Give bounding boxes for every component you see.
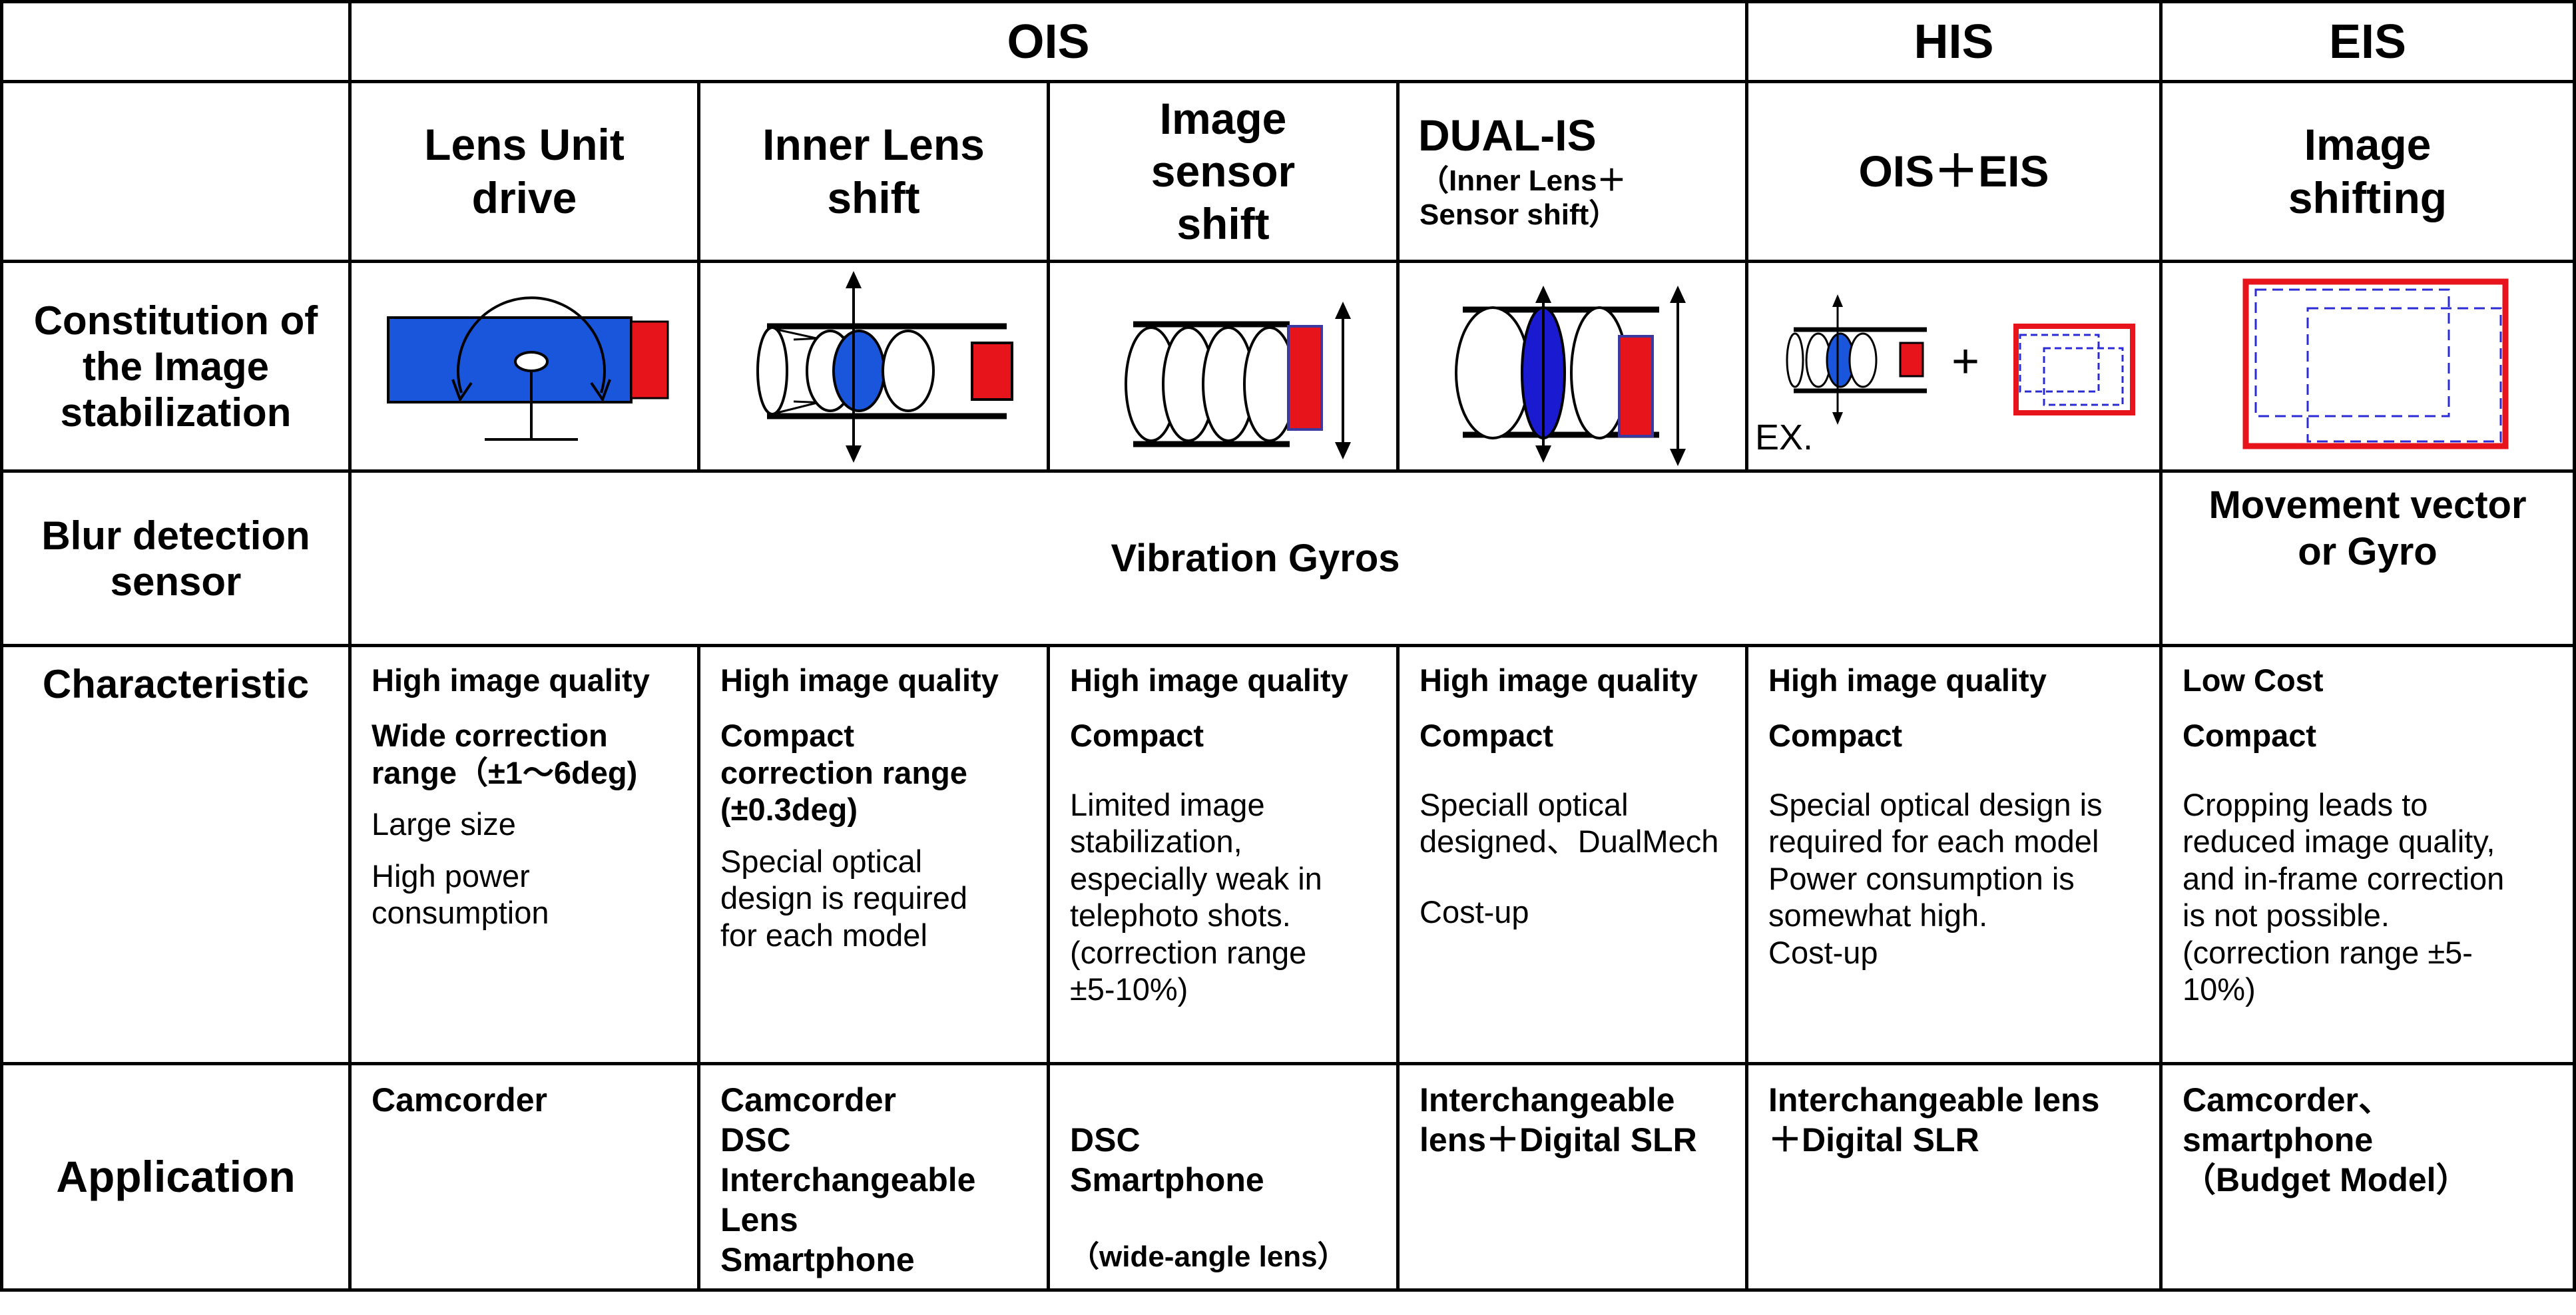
row-header-application: Application <box>56 1151 296 1201</box>
diagram-lens-unit-drive <box>387 296 669 441</box>
grid-line <box>0 80 2576 83</box>
row-header-characteristic: Characteristic <box>42 661 310 706</box>
characteristic-text: Compact <box>2183 718 2317 754</box>
rotation-arrow-icon <box>457 296 606 394</box>
moving-lens-icon <box>832 330 886 412</box>
group-header-eis: EIS <box>2328 15 2407 69</box>
application-subtext: （wide-angle lens） <box>1070 1240 1347 1273</box>
crop-frame-icon <box>2043 347 2124 406</box>
characteristic-text: Compact correction range (±0.3deg) <box>720 718 967 828</box>
method-eis-image-shifting: Image shifting <box>2288 120 2447 222</box>
diagram-his: + EX. <box>1755 294 2135 457</box>
application-image-sensor: DSC Smartphone （wide-angle lens） <box>1050 1065 1396 1288</box>
characteristic-text: Special optical design is required for e… <box>1768 786 2103 970</box>
grid-line <box>0 1062 2576 1065</box>
characteristic-text: Low Cost <box>2183 662 2324 698</box>
characteristic-text: High image quality <box>1768 662 2047 698</box>
characteristic-text: Speciall optical designed、DualMech <box>1419 786 1719 860</box>
row-header-blur-detection: Blur detection sensor <box>41 513 310 604</box>
grid-line <box>697 644 700 1292</box>
method-image-sensor-shift: Image sensor shift <box>1151 93 1296 249</box>
characteristic-text: Wide correction range（±1～6deg) <box>372 718 638 790</box>
blur-sensor-vibration-gyros: Vibration Gyros <box>1111 536 1400 580</box>
method-his: OIS＋EIS <box>1858 146 2049 196</box>
lens-unit-body <box>387 316 633 403</box>
diagram-image-sensor-shift <box>1125 302 1351 459</box>
sensor-block <box>971 342 1013 401</box>
moving-sensor-block <box>1618 335 1654 437</box>
characteristic-text: High image quality <box>1419 662 1698 698</box>
example-label: EX. <box>1755 417 1813 457</box>
grid-line <box>1047 644 1050 1292</box>
grid-line <box>348 0 352 1292</box>
method-inner-lens-shift: Inner Lens shift <box>762 120 985 222</box>
grid-line <box>2573 0 2576 1292</box>
group-header-ois: OIS <box>1007 15 1090 69</box>
characteristic-text: High image quality <box>372 662 650 698</box>
application-inner-lens: Camcorder DSC Interchangeable Lens Smart… <box>720 1081 976 1278</box>
grid-line <box>697 80 700 473</box>
grid-line <box>1745 0 1748 473</box>
application-dual-is: Interchangeable lens＋Digital SLR <box>1419 1081 1697 1159</box>
crop-frame-icon <box>2019 334 2100 393</box>
grid-line <box>0 469 2576 473</box>
pivot-icon <box>514 351 549 372</box>
diagram-eis-image-shifting <box>2242 278 2509 449</box>
grid-line <box>2159 0 2163 1292</box>
grid-line <box>1396 80 1400 473</box>
characteristic-text: Large size <box>372 806 516 842</box>
row-header-constitution: Constitution of the Image stabilization <box>33 298 318 435</box>
crop-frame-icon <box>2306 307 2502 443</box>
frame-icon <box>2013 324 2135 415</box>
characteristic-text: Compact <box>1419 718 1554 754</box>
sensor-block <box>1899 342 1924 378</box>
grid-line <box>1396 644 1400 1292</box>
method-dual-is: DUAL-IS （Inner Lens＋ Sensor shift） <box>1400 83 1745 260</box>
grid-line <box>1745 644 1748 1292</box>
characteristic-eis: Low Cost Compact Cropping leads to reduc… <box>2163 647 2573 1062</box>
characteristic-text: Special optical design is required for e… <box>720 843 967 953</box>
characteristic-text: High image quality <box>720 662 999 698</box>
characteristic-text: Compact <box>1070 718 1204 754</box>
grid-line <box>0 0 3 1292</box>
characteristic-text: Cropping leads to reduced image quality,… <box>2183 786 2505 1007</box>
method-lens-unit-drive: Lens Unit drive <box>424 120 625 222</box>
application-text: DSC Smartphone <box>1070 1121 1264 1198</box>
application-lens-unit: Camcorder <box>372 1081 547 1119</box>
characteristic-inner-lens: High image quality Compact correction ra… <box>700 647 1047 1062</box>
outer-lens-icon <box>756 326 788 415</box>
application-eis: Camcorder、 smartphone （Budget Model） <box>2183 1081 2469 1198</box>
grid-line <box>1047 80 1050 473</box>
crop-frame-icon <box>2254 288 2450 417</box>
sensor-block <box>630 320 669 399</box>
lens-icon <box>1848 332 1878 388</box>
diagram-inner-lens-shift <box>756 271 1013 463</box>
characteristic-text: High power consumption <box>372 858 549 931</box>
characteristic-text: Compact <box>1768 718 1903 754</box>
lens-icon <box>1455 306 1531 439</box>
application-his: Interchangeable lens ＋Digital SLR <box>1768 1081 2100 1159</box>
lens-icon <box>882 330 935 412</box>
characteristic-text: High image quality <box>1070 662 1348 698</box>
characteristic-image-sensor: High image quality Compact Limited image… <box>1050 647 1396 1062</box>
grid-line <box>0 260 2576 263</box>
method-dual-is-subtitle: （Inner Lens＋ Sensor shift） <box>1419 164 1627 231</box>
characteristic-dual-is: High image quality Compact Speciall opti… <box>1400 647 1745 1062</box>
characteristic-text: Limited image stabilization, especially … <box>1070 786 1322 1007</box>
blur-sensor-eis: Movement vector or Gyro <box>2208 483 2527 573</box>
plus-sign: + <box>1951 335 1979 388</box>
grid-line <box>0 0 2576 3</box>
characteristic-text: Cost-up <box>1419 894 1529 929</box>
outer-lens-icon <box>1786 332 1804 388</box>
characteristic-his: High image quality Compact Special optic… <box>1748 647 2159 1062</box>
grid-line <box>0 644 2576 647</box>
frame-icon <box>2242 278 2509 449</box>
method-dual-is-title: DUAL-IS <box>1418 111 1597 160</box>
grid-line <box>0 1288 2576 1292</box>
moving-sensor-block <box>1287 325 1323 431</box>
diagram-dual-is <box>1455 286 1686 466</box>
group-header-his: HIS <box>1914 15 1994 69</box>
characteristic-lens-unit: High image quality Wide correction range… <box>352 647 697 1062</box>
